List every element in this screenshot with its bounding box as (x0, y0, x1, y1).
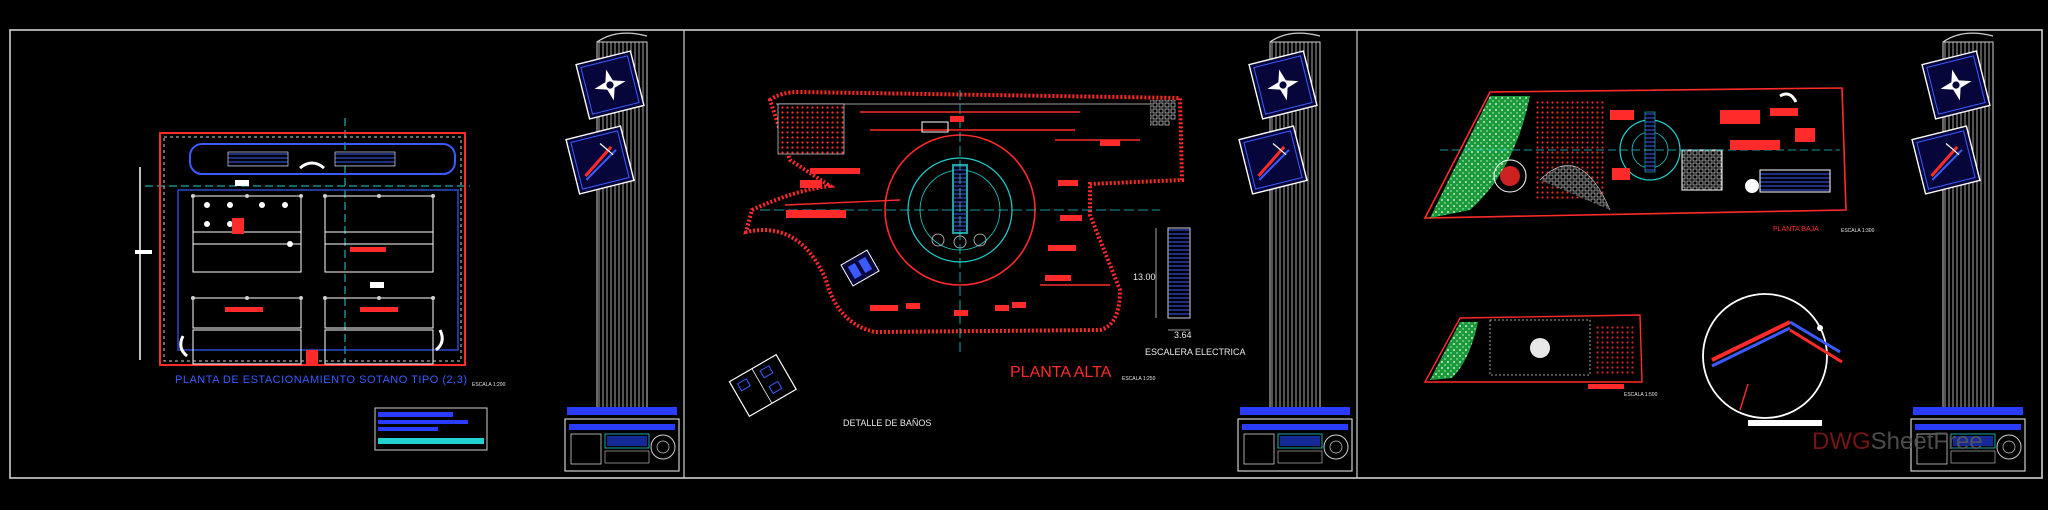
watermark-brand-b: SheetFree (1870, 428, 1983, 455)
parking-plan-title: PLANTA DE ESTACIONAMIENTO SOTANO TIPO (2… (175, 374, 468, 386)
watermark-logo: DWGSheetFree (1812, 428, 1983, 456)
upper-floor-scale: ESCALA 1:250 (1122, 376, 1156, 382)
watermark-brand-a: DWG (1812, 428, 1871, 455)
site-plan-scale: ESCALA 1:500 (1624, 392, 1658, 398)
ground-floor-plan (1423, 87, 1847, 426)
bath-detail-label: DETALLE DE BAÑOS (843, 418, 932, 428)
escalator-height-dim: 13.00 (1133, 272, 1156, 282)
parking-basement-plan (135, 118, 488, 451)
upper-floor-plan (728, 89, 1191, 418)
escalator-width-dim: 3.64 (1174, 330, 1192, 340)
sheet-frame (9, 29, 2043, 479)
ground-floor-scale: ESCALA 1:300 (1841, 228, 1875, 234)
ground-floor-title: PLANTA BAJA (1773, 226, 1819, 233)
escalator-label: ESCALERA ELECTRICA (1145, 347, 1246, 357)
parking-plan-scale: ESCALA 1:200 (472, 382, 506, 388)
upper-floor-title: PLANTA ALTA (1010, 364, 1112, 381)
